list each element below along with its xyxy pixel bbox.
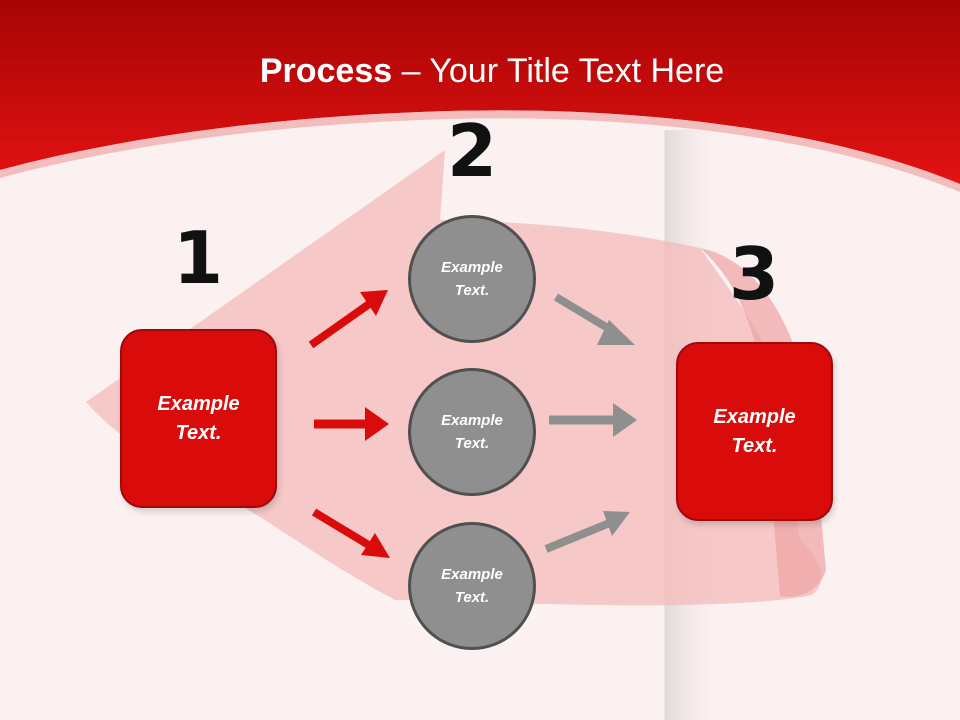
slide-title: Process – Your Title Text Here <box>0 52 960 91</box>
gray-arrowhead-up <box>597 320 635 345</box>
step-1-box[interactable]: Example Text. <box>120 329 277 508</box>
red-arrowhead-up <box>360 290 388 316</box>
red-arrowhead-down <box>361 533 390 558</box>
gray-arrowhead-down <box>603 511 630 536</box>
step-number-2: 2 <box>446 109 498 193</box>
circle-middle[interactable]: Example Text. <box>408 368 536 496</box>
circle-top[interactable]: Example Text. <box>408 215 536 343</box>
red-arrow-up <box>308 298 375 349</box>
gray-arrowhead-mid <box>613 403 637 437</box>
step-number-1: 1 <box>172 216 224 300</box>
title-bold: Process <box>259 52 393 90</box>
red-arrow-down <box>311 508 375 551</box>
step-3-box[interactable]: Example Text. <box>676 342 833 521</box>
step-number-3: 3 <box>728 232 780 316</box>
red-arrowhead-mid <box>365 407 389 441</box>
gray-arrow-down <box>544 518 614 553</box>
circle-bottom[interactable]: Example Text. <box>408 522 536 650</box>
title-rest: – Your Title Text Here <box>392 52 725 90</box>
